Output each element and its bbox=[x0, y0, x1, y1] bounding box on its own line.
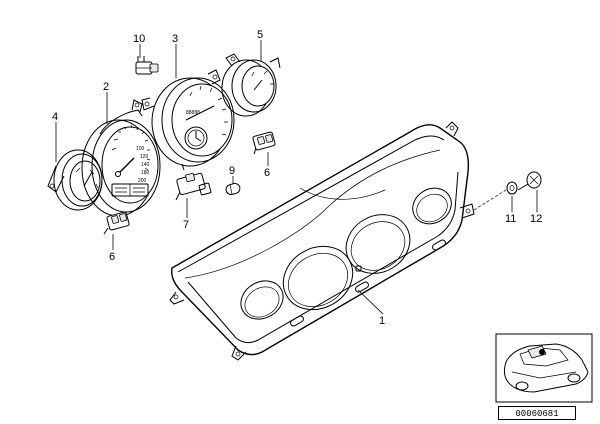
svg-text:200: 200 bbox=[138, 178, 147, 184]
svg-text:100: 100 bbox=[136, 146, 145, 152]
tachometer[interactable]: 88888 bbox=[141, 69, 235, 167]
callout-numbers: 1 2 3 4 5 6 7 6 9 10 11 12 bbox=[52, 29, 542, 327]
callout-3: 3 bbox=[172, 33, 178, 45]
connector-6-bottom[interactable] bbox=[103, 211, 130, 235]
bulb-socket-10[interactable] bbox=[135, 56, 159, 75]
callout-12: 12 bbox=[530, 213, 542, 225]
speedometer-scale: 100 120 140 180 200 bbox=[111, 124, 151, 184]
coolant-gauge[interactable] bbox=[221, 53, 281, 117]
washer-11[interactable] bbox=[506, 181, 518, 195]
callout-6-bottom: 6 bbox=[109, 251, 115, 263]
bulb-9[interactable] bbox=[225, 182, 241, 196]
svg-text:180: 180 bbox=[141, 170, 150, 176]
callout-5: 5 bbox=[257, 29, 263, 41]
connector-6-right[interactable] bbox=[252, 131, 276, 155]
drawing-reference-code: 00060681 bbox=[498, 406, 576, 420]
svg-text:140: 140 bbox=[141, 162, 150, 168]
callout-9: 9 bbox=[229, 165, 235, 177]
callout-2: 2 bbox=[103, 81, 109, 93]
callout-11: 11 bbox=[505, 213, 516, 225]
bulb-holder-7[interactable] bbox=[175, 163, 212, 201]
callout-4: 4 bbox=[52, 111, 58, 123]
svg-text:120: 120 bbox=[140, 154, 149, 160]
callout-7: 7 bbox=[183, 219, 189, 231]
callout-10: 10 bbox=[133, 33, 145, 45]
vehicle-locator-inset bbox=[495, 333, 593, 403]
screw-12[interactable] bbox=[517, 171, 542, 191]
cluster-housing[interactable] bbox=[169, 121, 475, 361]
leader-lines bbox=[55, 40, 538, 315]
car-silhouette bbox=[503, 343, 589, 393]
svg-text:88888: 88888 bbox=[186, 110, 200, 116]
callout-6-right: 6 bbox=[264, 167, 270, 179]
callout-1: 1 bbox=[379, 315, 385, 327]
